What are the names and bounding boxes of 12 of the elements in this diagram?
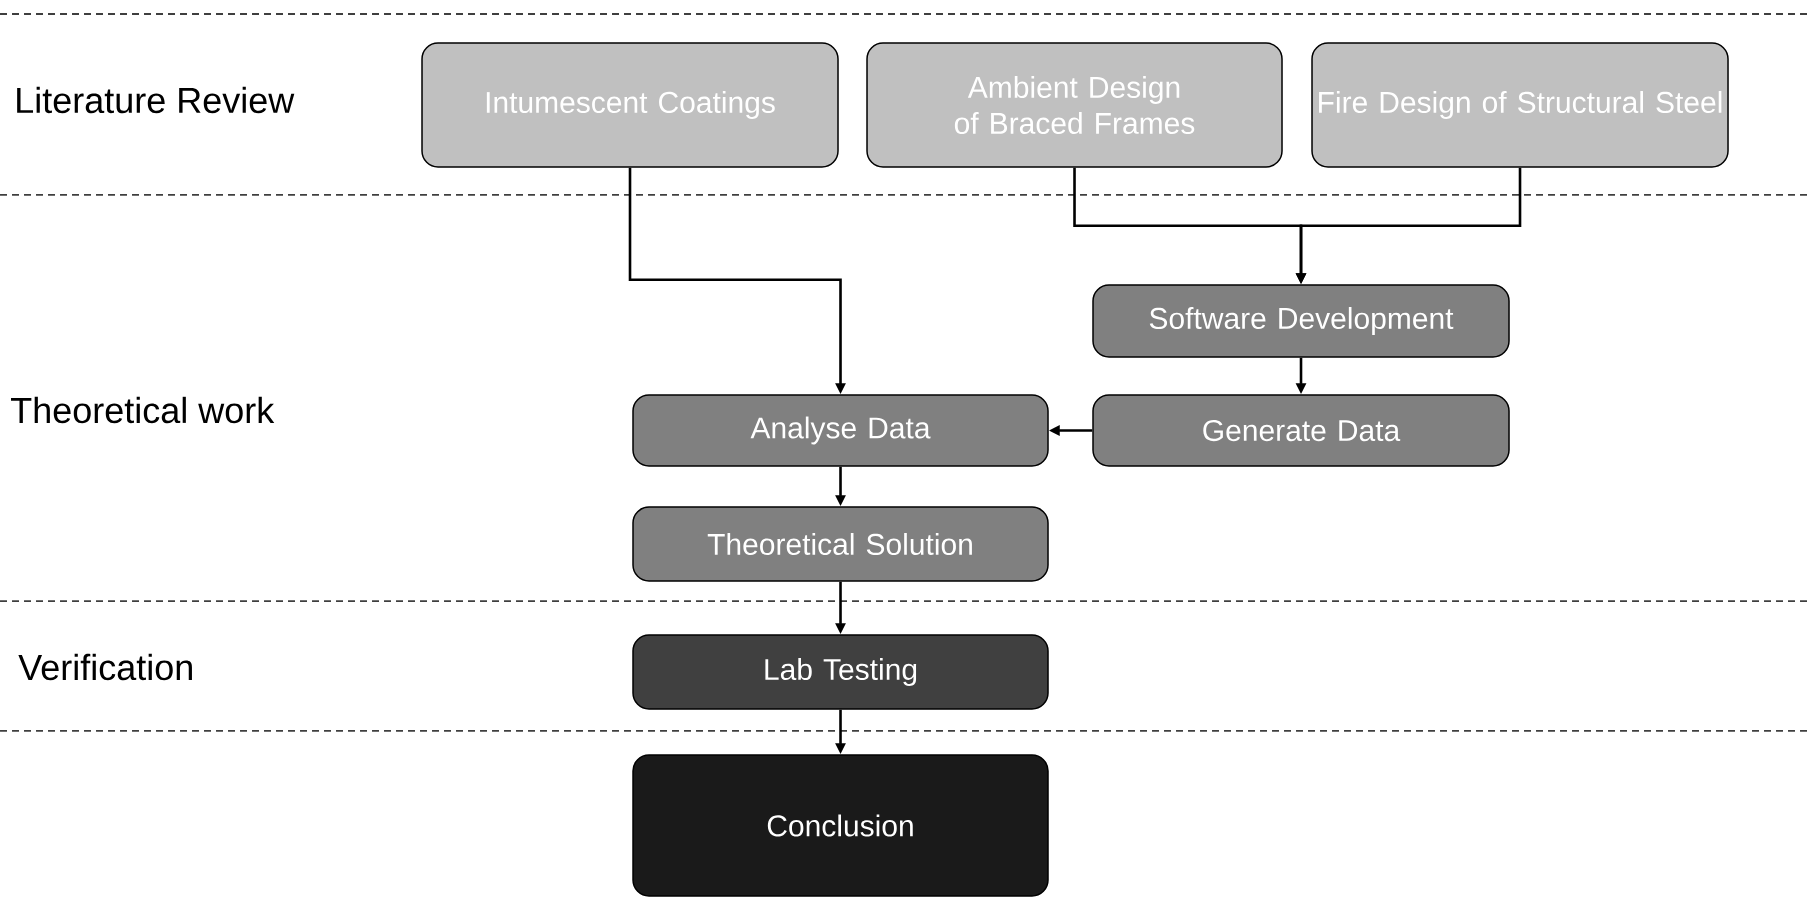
process-box: Theoretical Solution — [632, 506, 1049, 582]
conclusion-box: Conclusion — [632, 754, 1049, 897]
literature-box: Fire Design of Structural Steel — [1311, 42, 1729, 168]
lane-label: Literature Review — [17, 86, 295, 114]
lane-label: Verification — [18, 653, 192, 681]
lane-label: Theoretical work — [11, 396, 275, 424]
literature-box: Intumescent Coatings — [421, 42, 839, 168]
literature-box: Ambient Design of Braced Frames — [866, 42, 1283, 168]
process-box: Lab Testing — [632, 634, 1049, 710]
process-box: Generate Data — [1092, 394, 1510, 467]
process-box: Software Development — [1092, 284, 1510, 358]
process-box: Analyse Data — [632, 394, 1049, 467]
